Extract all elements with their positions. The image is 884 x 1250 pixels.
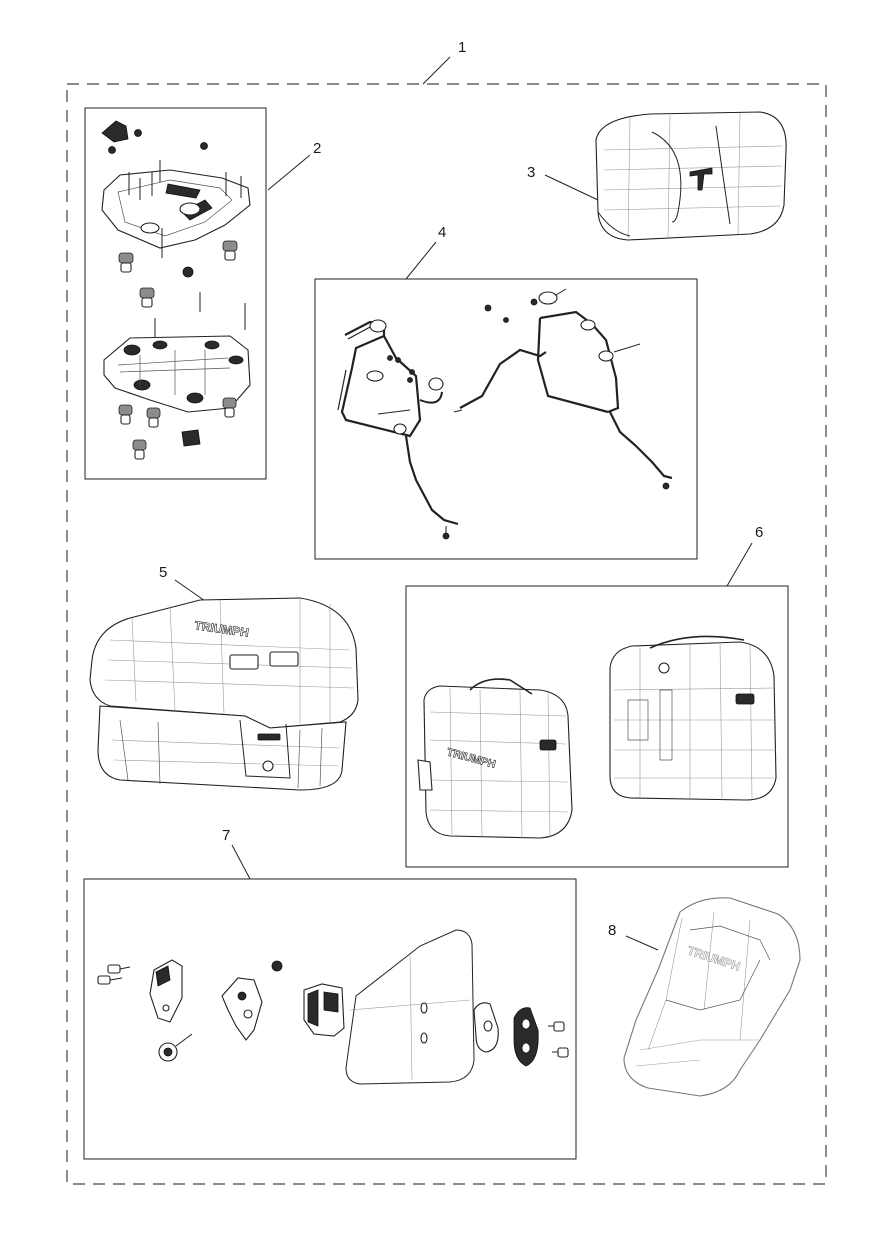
backrest-pad-illustration — [595, 111, 787, 241]
leader-lines — [174, 56, 753, 951]
callout-4: 4 — [438, 224, 446, 241]
callout-8: 8 — [608, 922, 616, 939]
callout-labels: 1 2 3 4 5 6 7 8 — [159, 39, 763, 939]
callout-3: 3 — [527, 164, 535, 181]
panniers-illustration: TRIUMPH — [417, 635, 777, 839]
box-pannier-frames — [314, 278, 698, 560]
top-box-illustration: TRIUMPH — [89, 597, 359, 791]
callout-6: 6 — [755, 524, 763, 541]
mounting-kit-illustration — [97, 929, 569, 1085]
pannier-frames-illustration — [337, 288, 673, 540]
box-panniers — [405, 585, 789, 868]
kit-boundary-frame — [66, 83, 827, 1185]
callout-5: 5 — [159, 564, 167, 581]
backrest-cover-illustration: TRIUMPH — [623, 897, 801, 1097]
callout-2: 2 — [313, 140, 321, 157]
rack-assembly-illustration — [101, 120, 251, 460]
box-rack-assembly — [84, 107, 267, 480]
box-mounting-kit — [83, 878, 577, 1160]
callout-1: 1 — [458, 39, 466, 56]
callout-7: 7 — [222, 827, 230, 844]
